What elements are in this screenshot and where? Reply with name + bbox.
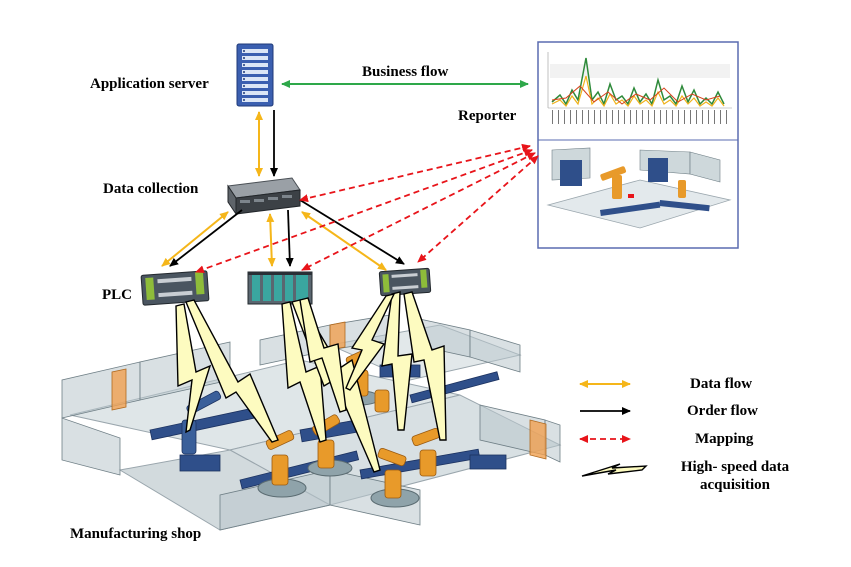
order-flow-arrow-plc-right xyxy=(299,199,405,265)
plc-left-icon xyxy=(140,270,210,306)
lightning-bolt-icons xyxy=(175,291,447,473)
data-flow-arrow-plc-middle xyxy=(266,213,276,267)
manufacturing-shop-label: Manufacturing shop xyxy=(70,526,202,542)
data-flow-arrow-plc-left xyxy=(161,211,229,267)
mapping-arrow-plc-right xyxy=(417,155,539,263)
lightning-bolt-icon xyxy=(381,291,413,431)
reporter-panel xyxy=(537,41,739,249)
dashboard-chart-icon xyxy=(547,52,732,124)
reporter-3d-cell-icon xyxy=(546,147,732,229)
lightning-bolt-icon xyxy=(281,301,327,443)
reporter-label: Reporter xyxy=(458,108,517,124)
lightning-bolt-icon xyxy=(299,297,347,413)
legend-lightning-bolt-icon xyxy=(581,463,648,477)
lightning-bolt-icon xyxy=(403,291,447,441)
legend-high-speed-label: High- speed data acquisition xyxy=(670,458,800,494)
legend xyxy=(579,380,648,477)
plc-label: PLC xyxy=(102,287,132,303)
data-collection-label: Data collection xyxy=(103,181,199,197)
data-collection-server-icon xyxy=(227,177,301,216)
legend-mapping-label: Mapping xyxy=(695,431,754,447)
manufacturing-shop-illustration xyxy=(61,314,562,531)
lightning-bolt-icon xyxy=(185,299,279,443)
legend-high-speed-line1: High- speed data xyxy=(680,459,790,475)
order-flow-arrow-plc-middle xyxy=(285,209,294,267)
legend-order-flow-label: Order flow xyxy=(687,403,758,419)
order-flow-arrow-plc-left xyxy=(169,209,243,267)
application-server-label: Application server xyxy=(90,76,209,92)
legend-data-flow-label: Data flow xyxy=(690,376,753,392)
data-flow-arrow-plc-right xyxy=(301,211,387,271)
legend-high-speed-line2: acquisition xyxy=(699,477,771,493)
lightning-bolt-icon xyxy=(175,303,212,434)
mapping-arrow-plc-middle xyxy=(301,152,536,271)
business-flow-label: Business flow xyxy=(362,64,449,80)
application-server-icon xyxy=(236,43,274,107)
lightning-bolt-icon xyxy=(345,292,396,391)
plc-right-icon xyxy=(378,267,432,297)
